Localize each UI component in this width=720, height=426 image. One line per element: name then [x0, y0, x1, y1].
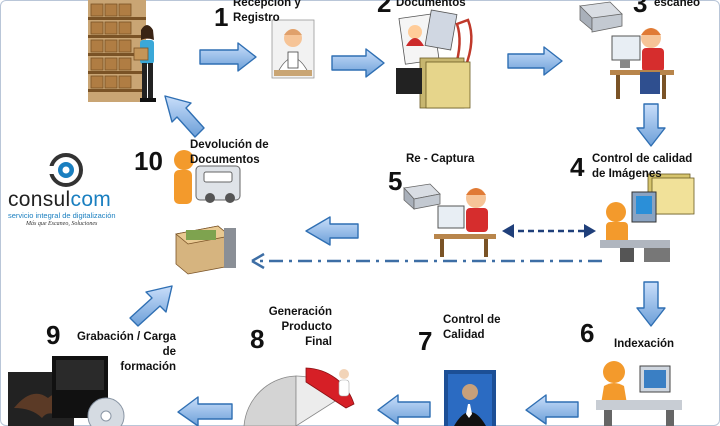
step-10-number: 10 [134, 146, 163, 176]
consulcom-logo: consulcom servicio integral de digitaliz… [8, 152, 130, 230]
step-5-number: 5 [388, 166, 403, 196]
warehouse-shelves-icon [88, 0, 146, 102]
arrow-3-to-4 [636, 103, 666, 147]
arrow-8-to-9 [177, 396, 233, 426]
arrow-6-to-7 [525, 394, 579, 425]
dashed-return-arrowhead [251, 252, 265, 270]
handshake-cd-icon [8, 356, 125, 426]
woman-with-box-icon [133, 25, 156, 102]
step-2-label: Documentos [396, 0, 466, 9]
arrow-7-to-8 [377, 394, 431, 425]
step-3-label: escaneo [654, 0, 701, 9]
step-3-number: 3 [633, 0, 648, 18]
logo-wordmark: consulcom [8, 188, 112, 211]
final-product-chart-icon [243, 367, 355, 426]
arrow-9-to-10 [129, 285, 173, 327]
step-7-number: 7 [418, 326, 433, 356]
arrow-return-left [305, 216, 359, 246]
step-4-number: 4 [570, 152, 585, 182]
document-return-icon [174, 150, 241, 275]
arrow-1-to-2 [199, 42, 257, 72]
reception-person-icon [271, 19, 315, 79]
arrow-10-to-1 [164, 95, 205, 138]
scanner-operator-icon [579, 1, 674, 99]
image-quality-control-icon [600, 173, 695, 262]
logo-subtitle: servicio integral de digitalización [8, 211, 116, 220]
step-6-label: Indexación [614, 338, 675, 350]
documents-pile-icon [396, 9, 473, 109]
recapture-link-head-right [584, 224, 596, 238]
arrow-4-to-6 [636, 281, 666, 327]
step-5-label: Re - Captura [406, 153, 475, 165]
arrow-3-to-scan [507, 46, 563, 76]
step-1-number: 1 [214, 2, 229, 32]
step-2-number: 2 [377, 0, 392, 18]
logo-mark-icon [48, 153, 83, 187]
indexing-operator-icon [596, 361, 682, 426]
recapture-link-head-left [502, 224, 514, 238]
quality-control-monitor-icon [444, 370, 496, 426]
step-9-number: 9 [46, 320, 61, 350]
recapture-icon [403, 183, 496, 257]
arrow-2-to-3 [331, 48, 385, 78]
step-6-number: 6 [580, 318, 595, 348]
logo-tagline: Más que Escaneo, Soluciones [26, 221, 98, 227]
step-8-number: 8 [250, 324, 265, 354]
